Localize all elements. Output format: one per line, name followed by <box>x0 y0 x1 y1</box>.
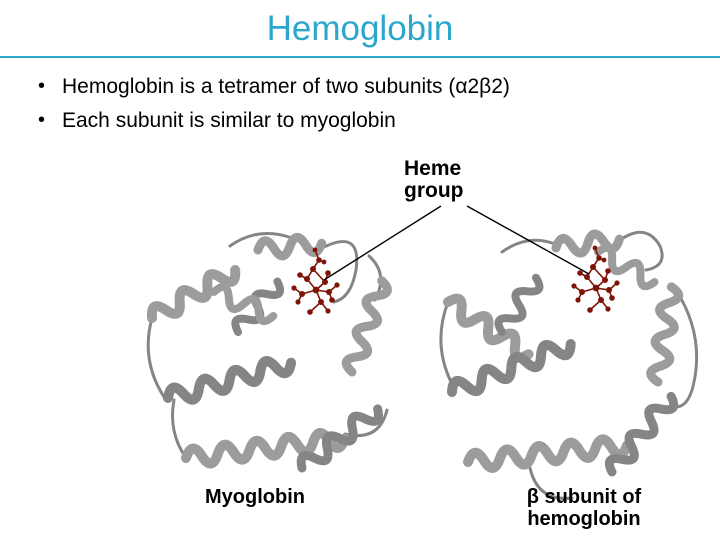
heme-leader-line-right <box>466 205 590 275</box>
heme-group-right <box>570 244 621 314</box>
bullet-item-1: Hemoglobin is a tetramer of two subunits… <box>36 72 720 102</box>
heme-group-left <box>290 246 341 316</box>
bullet-text-1: Hemoglobin is a tetramer of two subunits… <box>62 74 510 98</box>
slide-title: Hemoglobin <box>266 9 454 48</box>
bullet-list: Hemoglobin is a tetramer of two subunits… <box>36 72 720 137</box>
heme-leader-line-left <box>323 205 442 281</box>
beta-subunit-caption-line2: hemoglobin <box>527 508 641 530</box>
myoglobin-structure <box>148 234 390 475</box>
heme-group-label: Heme group <box>404 157 464 202</box>
bullet-item-2: Each subunit is similar to myoglobin <box>36 106 720 136</box>
beta-subunit-structure <box>441 231 699 500</box>
beta-subunit-caption-line1: β subunit of <box>526 486 642 508</box>
bullet-text-2: Each subunit is similar to myoglobin <box>62 108 396 132</box>
title-divider <box>0 55 720 58</box>
beta-subunit-caption: β subunit of hemoglobin <box>492 486 676 530</box>
myoglobin-caption: Myoglobin <box>205 486 305 508</box>
